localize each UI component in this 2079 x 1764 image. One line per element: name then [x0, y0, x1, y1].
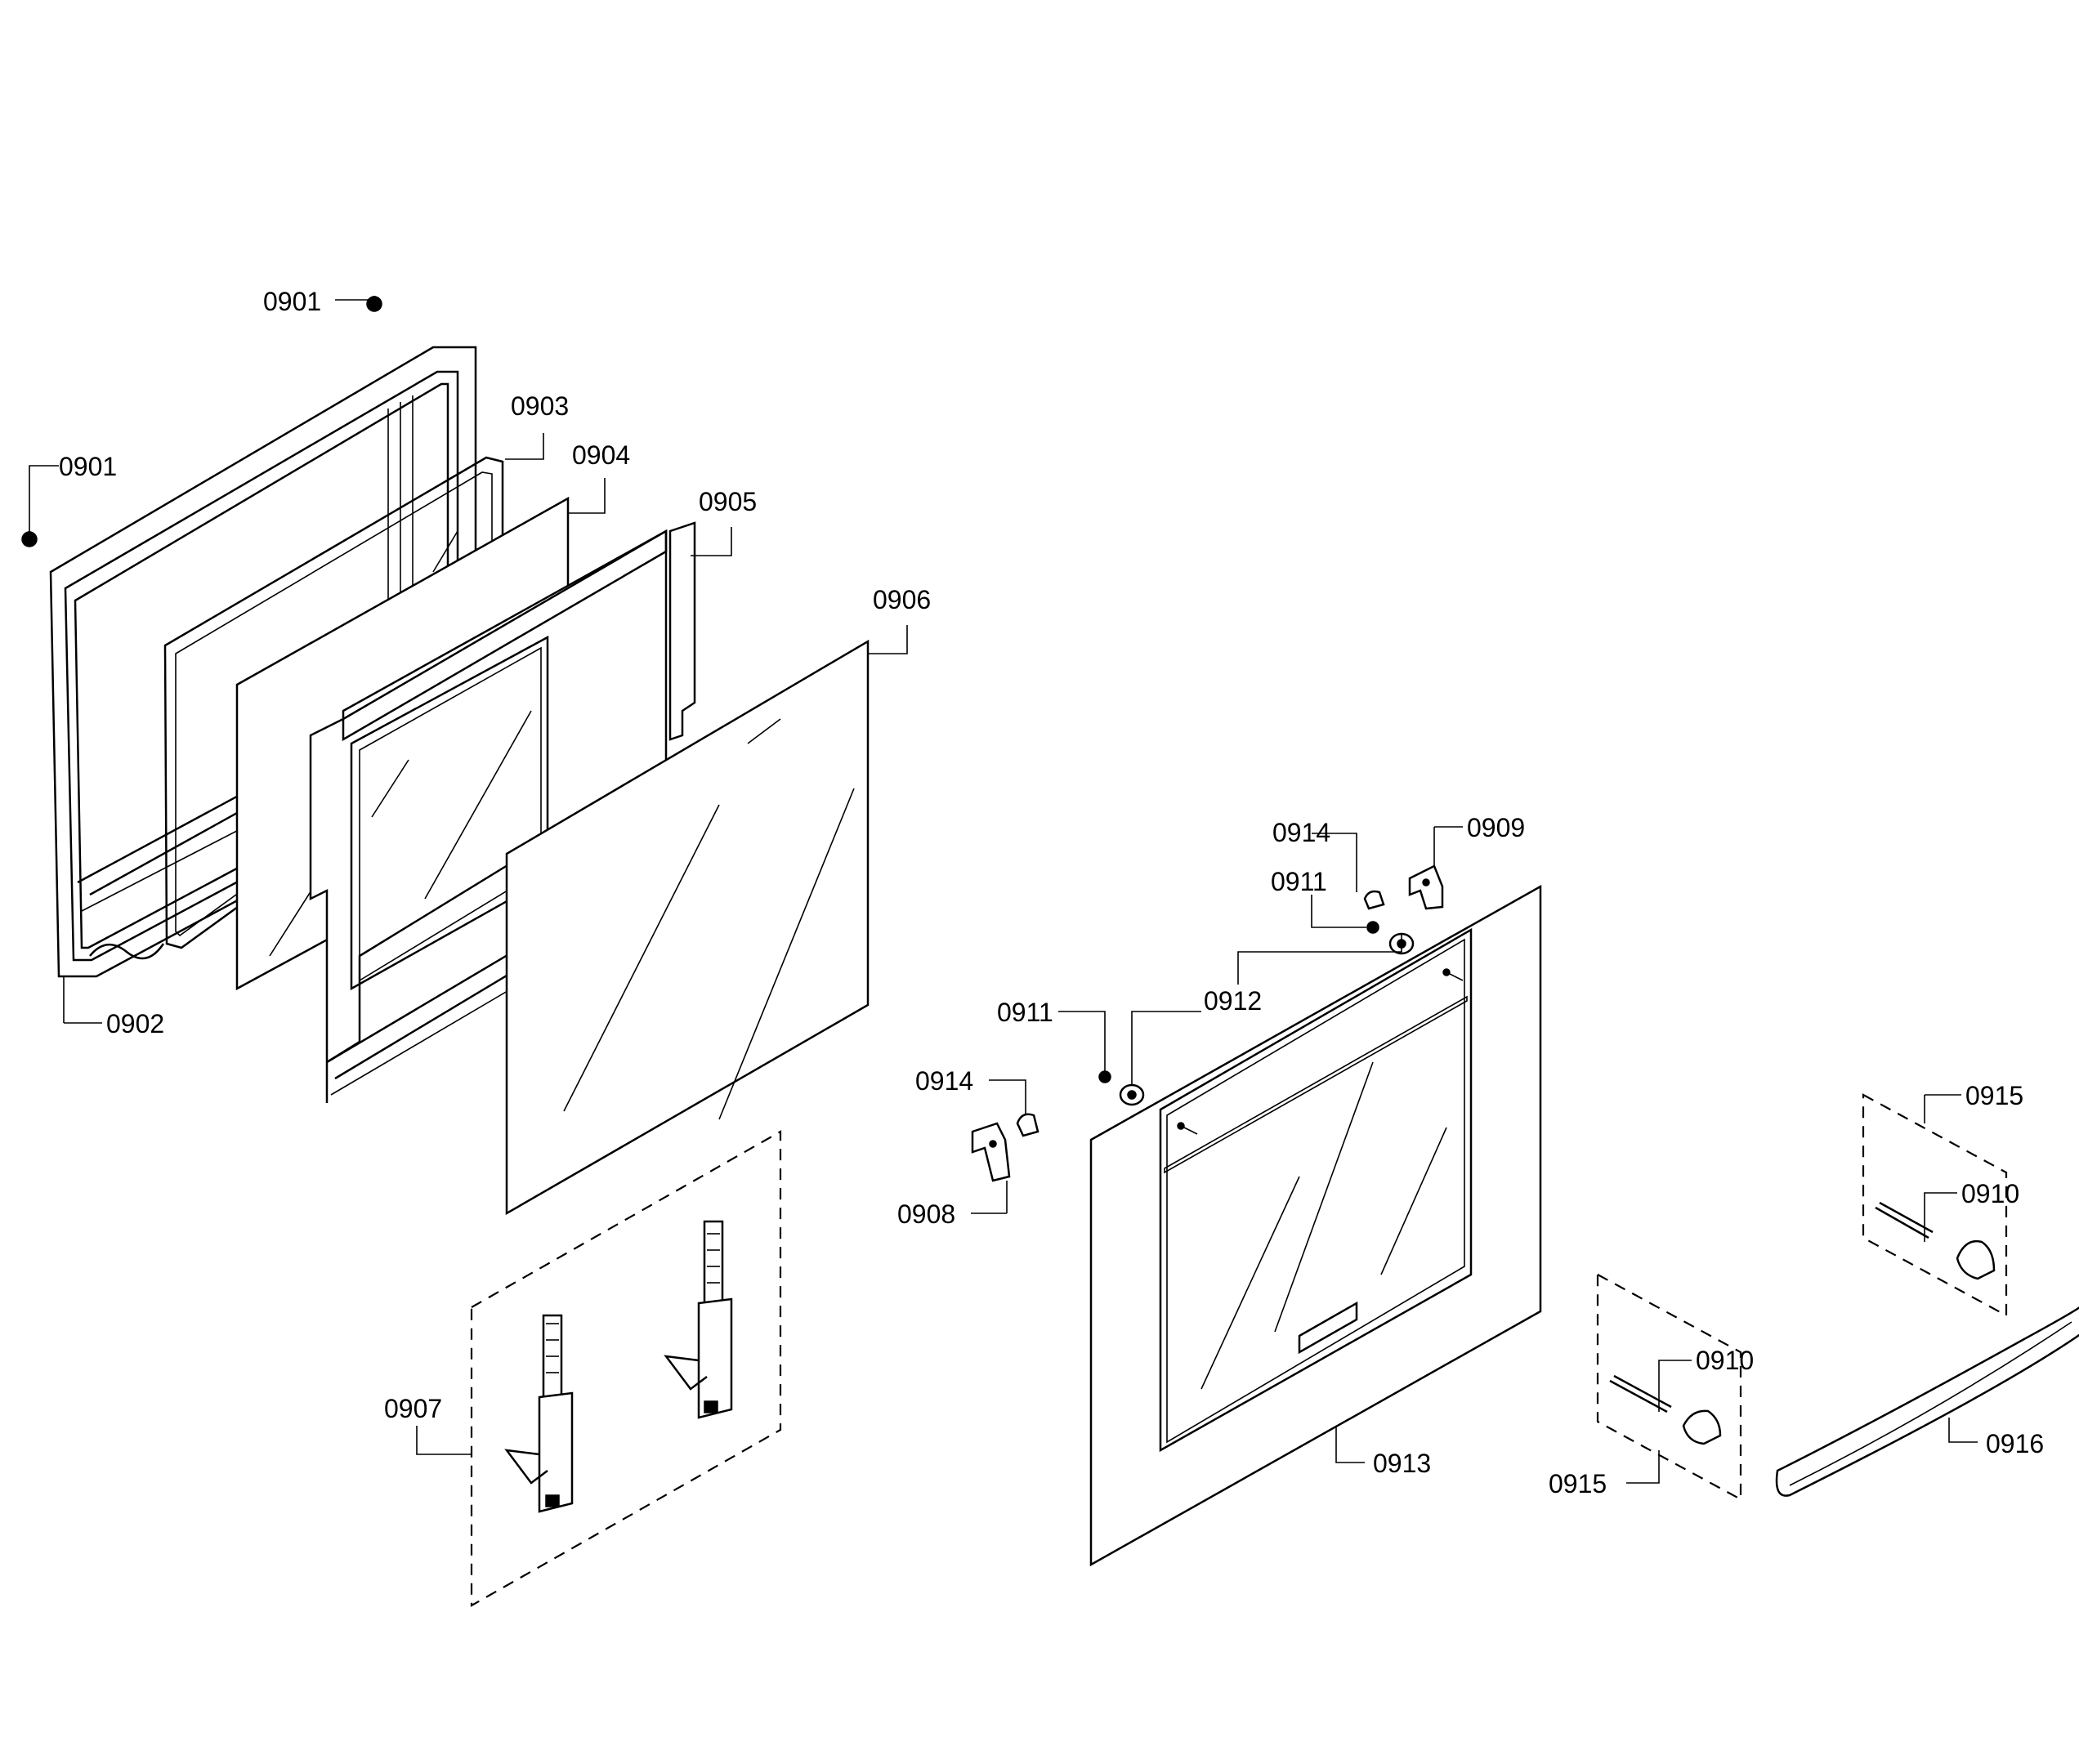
outer-door-panel-0913: [1089, 884, 1542, 1567]
label-0901-left: 0901: [59, 452, 117, 481]
label-0901-top: 0901: [263, 287, 321, 316]
label-0911-upper: 0911: [1271, 867, 1327, 896]
label-0909: 0909: [1467, 813, 1525, 842]
bracket-0909: [1408, 864, 1444, 910]
label-0902: 0902: [106, 1009, 164, 1038]
label-0906: 0906: [873, 585, 931, 614]
label-0908: 0908: [897, 1199, 955, 1229]
clip-0914-upper: [1363, 890, 1385, 910]
label-0905: 0905: [699, 487, 757, 516]
callout-labels: 0901 0901 0902 0903 0904 0905 0906 0907 …: [59, 287, 2044, 1498]
washer-0911-lower: [1098, 1070, 1111, 1083]
handle-end-cap-set-lower: [1596, 1273, 1742, 1501]
hinge-set-0907: [470, 1130, 782, 1607]
label-0914-lower: 0914: [915, 1066, 973, 1096]
label-0903: 0903: [511, 391, 569, 421]
disc-0912-lower: [1119, 1083, 1145, 1106]
clip-0914-lower: [1016, 1113, 1040, 1137]
label-0907: 0907: [384, 1394, 442, 1423]
label-0916: 0916: [1986, 1429, 2044, 1458]
screw-0901-top: [366, 296, 382, 312]
label-0904: 0904: [572, 440, 630, 470]
label-0910-upper: 0910: [1961, 1179, 2019, 1208]
screw-0901-left: [21, 531, 38, 547]
washer-0911-upper: [1366, 921, 1379, 934]
label-0915-lower: 0915: [1549, 1469, 1607, 1498]
label-0910-lower: 0910: [1696, 1346, 1754, 1375]
handle-bar-0916: [1775, 1306, 2079, 1497]
handle-end-cap-set-upper: [1862, 1093, 2008, 1317]
label-0914-upper: 0914: [1272, 818, 1330, 847]
label-0912: 0912: [1204, 986, 1262, 1016]
outer-glass-0906: [505, 639, 870, 1216]
bracket-0908: [971, 1122, 1011, 1182]
label-0911-lower: 0911: [997, 998, 1053, 1027]
label-0913: 0913: [1373, 1449, 1431, 1478]
label-0915-upper: 0915: [1965, 1081, 2023, 1110]
leader-lines: [29, 299, 1978, 1484]
